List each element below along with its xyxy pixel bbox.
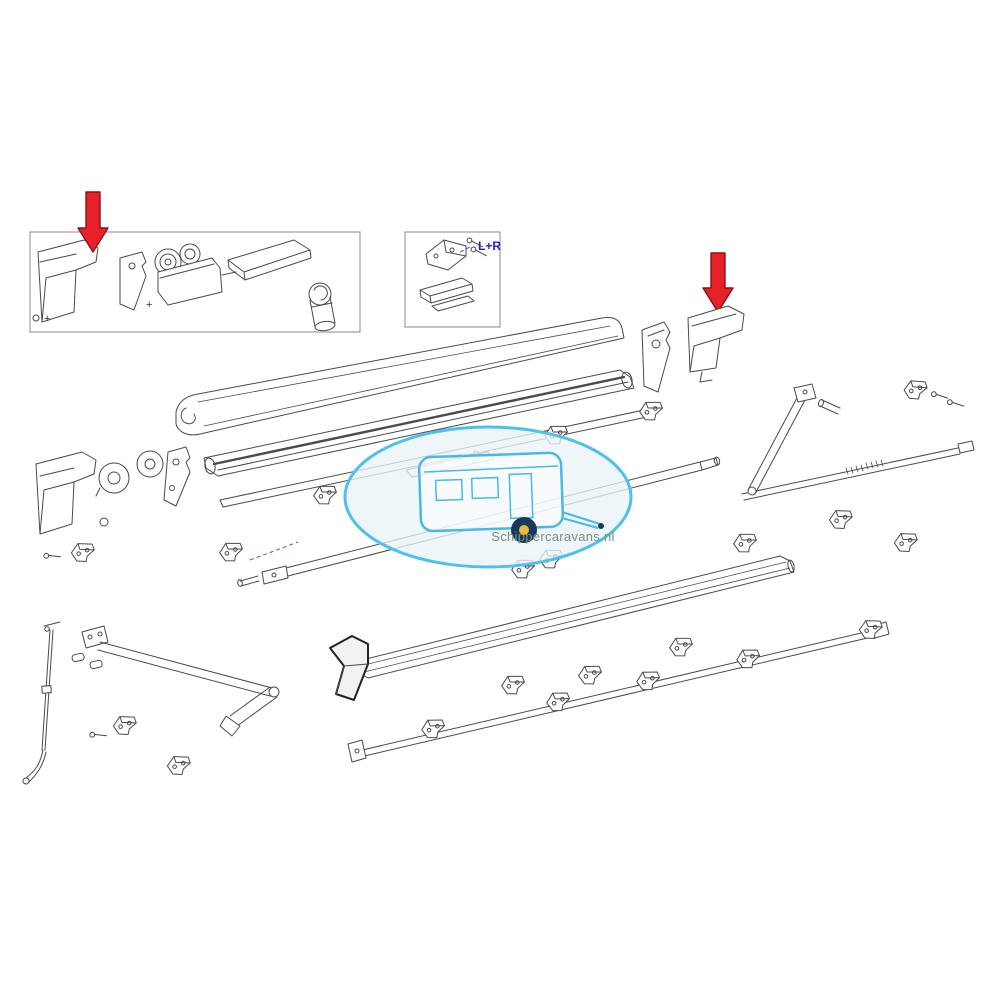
red-arrow-left-icon xyxy=(77,191,109,253)
lr-label: L+R xyxy=(478,239,501,253)
main-exploded-view xyxy=(22,305,975,785)
bracket-part xyxy=(667,634,695,660)
spring-arm-right xyxy=(741,383,975,501)
screw-icon xyxy=(946,399,965,407)
bracket-part xyxy=(69,540,97,565)
bracket-part xyxy=(111,713,139,738)
corner-guard xyxy=(329,635,369,701)
small-cap xyxy=(99,517,109,527)
bracket-part xyxy=(731,530,759,556)
lr-bracket xyxy=(425,239,467,271)
round-cover-2 xyxy=(136,450,164,478)
fabric-roll xyxy=(203,369,635,477)
lr-spacer-blocks xyxy=(419,277,475,312)
bracket-part xyxy=(499,672,527,698)
screw-icon xyxy=(89,729,108,739)
cartridge-inset xyxy=(308,282,336,332)
bracket-top-right xyxy=(902,378,965,407)
cover-plate-inset xyxy=(227,239,312,281)
bracket-part xyxy=(217,539,245,565)
screw-icon xyxy=(43,550,62,560)
bracket-part xyxy=(902,378,929,402)
bracket-part xyxy=(827,507,855,532)
screw-icon xyxy=(930,391,949,399)
leader-line xyxy=(459,245,473,253)
bracket-part xyxy=(165,753,193,778)
case-top-profile xyxy=(175,317,625,436)
endcap-left-main xyxy=(35,446,191,535)
screw-icon xyxy=(32,314,40,322)
crank-rod xyxy=(22,621,61,785)
round-cover-1 xyxy=(98,462,130,494)
inset-border xyxy=(29,231,361,333)
bracket-part xyxy=(419,716,448,742)
bracket-part xyxy=(857,617,885,642)
caravan-wheel-hub xyxy=(519,525,529,535)
leader-line xyxy=(249,541,299,561)
inset-border xyxy=(404,231,501,328)
endcap-left-inset xyxy=(32,239,99,323)
watermark-text: Schippercaravans.nl xyxy=(491,529,615,544)
red-arrow-right-icon xyxy=(702,252,734,313)
bracket-inset xyxy=(119,251,147,311)
arm-shoulder-joint xyxy=(747,486,757,496)
gear-assembly-inset xyxy=(154,243,237,306)
endcap-right-main xyxy=(641,305,745,393)
inset-box-endcap-kit: + + xyxy=(29,231,361,333)
bracket-part xyxy=(637,398,665,424)
spring-arm-left xyxy=(71,625,280,737)
hitch-ball-icon xyxy=(598,523,604,529)
plus-mark: + xyxy=(44,313,50,325)
side-bracket xyxy=(163,446,191,507)
watermark-logo: Schippercaravans.nl xyxy=(343,425,633,569)
lead-rail-profile xyxy=(353,555,795,679)
bracket-part xyxy=(576,662,604,688)
caravan-outline-icon xyxy=(417,451,604,543)
arm-elbow-joint xyxy=(268,686,280,698)
bracket-part xyxy=(734,646,763,672)
bracket-part xyxy=(892,530,920,555)
inset-box-lr-kit: L+R xyxy=(404,231,501,328)
roller-tube xyxy=(237,456,721,587)
plus-mark: + xyxy=(146,299,152,311)
